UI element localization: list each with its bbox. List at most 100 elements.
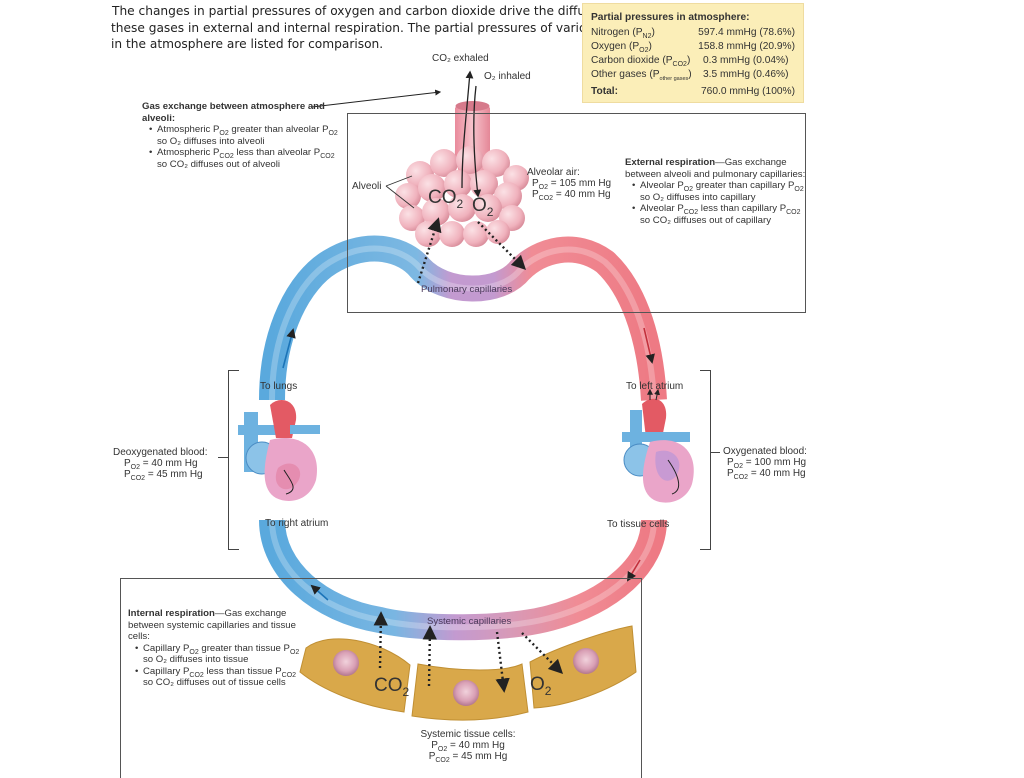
bullet-text: Capillary P: [143, 665, 190, 677]
row-subscript: other gases: [659, 76, 689, 82]
note-bullet: Capillary PCO2 less than tissue PCO2 so …: [135, 666, 308, 689]
pco2-value: = 45 mm Hg: [452, 751, 508, 762]
pco2-value: = 45 mm Hg: [147, 469, 203, 480]
tissue-cell-left: [299, 638, 411, 713]
row-label: Carbon dioxide (P: [591, 55, 673, 66]
o2-text: O: [530, 674, 545, 695]
row-label-close: ): [651, 27, 655, 38]
oxygenated-blood-info: Oxygenated blood: PO2 = 100 mm Hg PCO2 =…: [723, 446, 807, 481]
heart-right: [622, 388, 694, 503]
bullet-sub: O2: [328, 130, 338, 137]
p-symbol: P: [727, 457, 734, 468]
bullet-text: so O₂ diffuses into alveoli: [157, 135, 265, 147]
tissue-co2-label: CO2: [374, 675, 410, 699]
caption-line: in the atmosphere are listed for compari…: [111, 37, 384, 51]
bullet-text: Atmospheric P: [157, 147, 220, 158]
co2-subscript: 2: [456, 197, 464, 211]
bullet-sub: CO2: [189, 671, 204, 679]
note-bullet: Alveolar PCO2 less than capillary PCO2 s…: [632, 203, 807, 226]
bullet-text: so CO₂ diffuses out of capillary: [640, 214, 771, 226]
po2-value: = 105 mm Hg: [550, 178, 612, 189]
co2-subscript: 2: [402, 685, 410, 699]
internal-respiration-box: [120, 578, 642, 778]
bullet-text: greater than capillary P: [693, 180, 795, 191]
bullet-text: so O₂ diffuses into capillary: [640, 191, 756, 203]
p-symbol: P: [124, 458, 131, 469]
bullet-sub: O2: [289, 648, 300, 656]
note-bullet: Atmospheric PO2 greater than alveolar PO…: [149, 124, 342, 147]
note-heading: Internal respiration—Gas exchange betwee…: [128, 608, 308, 643]
note-bullet: Alveolar PO2 greater than capillary PO2 …: [632, 180, 807, 203]
bullet-sub: CO2: [683, 209, 699, 216]
heading-bold: External respiration: [625, 157, 716, 168]
alveoli-label: Alveoli: [352, 181, 382, 192]
o2-subscript: O2: [437, 746, 448, 753]
table-row: Nitrogen (PN2) 597.4 mmHg (78.6%): [591, 26, 795, 40]
heading-rest: —Gas exchange between alveoli and pulmon…: [625, 157, 806, 180]
caption-line: The changes in partial pressures of oxyg…: [112, 4, 626, 18]
bullet-text: so CO₂ diffuses out of tissue cells: [143, 677, 286, 688]
row-value: 3.5 mmHg (0.46%): [703, 69, 789, 80]
alveolar-o2-label: O2: [472, 195, 493, 218]
bullet-sub: CO2: [786, 209, 801, 216]
table-total-row: Total: 760.0 mmHg (100%): [591, 85, 795, 99]
co2-exhaled-label: CO₂ exhaled: [432, 53, 489, 64]
p-symbol: P: [428, 751, 436, 762]
note-bullets: Capillary PO2 greater than tissue PO2 so…: [128, 643, 308, 689]
pco2-value: = 40 mm Hg: [555, 189, 611, 200]
bullet-text: greater than alveolar P: [228, 124, 329, 135]
gas-exchange-atmosphere-note: Gas exchange between atmosphere and alve…: [142, 101, 342, 170]
oxygenated-po2: PO2 = 100 mm Hg: [723, 457, 807, 470]
alveolar-co2-label: CO2: [428, 187, 464, 211]
deoxygenated-title: Deoxygenated blood:: [113, 447, 208, 458]
o2-inhaled-label: O₂ inhaled: [484, 71, 531, 82]
deoxygenated-po2: PO2 = 40 mm Hg: [116, 458, 208, 471]
systemic-capillaries-label: Systemic capillaries: [427, 616, 512, 627]
table-row: Other gases (Pother gases) 3.5 mmHg (0.4…: [591, 68, 795, 82]
systemic-tissue-info: Systemic tissue cells: PO2 = 40 mm Hg PC…: [418, 729, 518, 764]
row-label-close: ): [648, 41, 652, 52]
note-bullet: Atmospheric PCO2 less than alveolar PCO2…: [149, 147, 342, 170]
alveolar-po2: PO2 = 105 mm Hg: [527, 178, 612, 191]
bullet-sub: CO2: [320, 153, 335, 160]
flow-arrow-up: [282, 328, 296, 369]
bullet-sub: O2: [794, 186, 804, 193]
total-label: Total:: [591, 86, 618, 97]
row-label: Other gases (P: [591, 69, 660, 80]
tissue-title: Systemic tissue cells:: [420, 729, 516, 740]
o2-subscript: O2: [130, 464, 141, 471]
note-heading: Gas exchange between atmosphere and alve…: [142, 101, 325, 124]
bullet-text: Atmospheric P: [157, 124, 220, 135]
co2-text: CO: [374, 675, 403, 696]
alveolar-air-title: Alveolar air:: [527, 167, 580, 178]
right-bracket: [700, 370, 711, 550]
pulmonary-capillaries-label: Pulmonary capillaries: [421, 284, 513, 295]
to-right-atrium-label: To right atrium: [265, 518, 329, 529]
alveolar-air-info: Alveolar air: PO2 = 105 mm Hg PCO2 = 40 …: [527, 167, 612, 202]
row-label: Oxygen (P: [591, 41, 640, 52]
bullet-text: Capillary P: [143, 642, 190, 654]
bullet-text: Alveolar P: [640, 180, 684, 191]
oxygenated-pco2: PCO2 = 40 mm Hg: [723, 468, 807, 481]
atmosphere-partial-pressures-table: Partial pressures in atmosphere: Nitroge…: [582, 3, 804, 103]
left-bracket-tick: [218, 457, 228, 458]
pco2-value: = 40 mm Hg: [750, 468, 806, 479]
alveoli-cluster: [395, 146, 529, 247]
o2-subscript: O2: [733, 463, 744, 470]
tissue-pco2: PCO2 = 45 mm Hg: [418, 751, 518, 764]
bullet-text: less than capillary P: [698, 203, 787, 214]
p-symbol: P: [532, 189, 539, 200]
caption-line: these gases in external and internal res…: [111, 20, 640, 35]
bullet-sub: O2: [683, 186, 694, 193]
co2-text: CO: [428, 187, 457, 208]
heart-left: [238, 400, 320, 501]
figure-caption: The changes in partial pressures of oxyg…: [111, 3, 640, 53]
flow-arrow-down-right: [643, 327, 655, 364]
to-lungs-label: To lungs: [260, 381, 298, 392]
oxygenated-title: Oxygenated blood:: [723, 446, 807, 457]
p-symbol: P: [727, 468, 734, 479]
bullet-text: so CO₂ diffuses out of alveoli: [157, 158, 280, 170]
alveolar-pco2: PCO2 = 40 mm Hg: [527, 189, 611, 202]
bullet-text: less than alveolar P: [233, 147, 321, 158]
bullet-text: Alveolar P: [640, 203, 684, 214]
